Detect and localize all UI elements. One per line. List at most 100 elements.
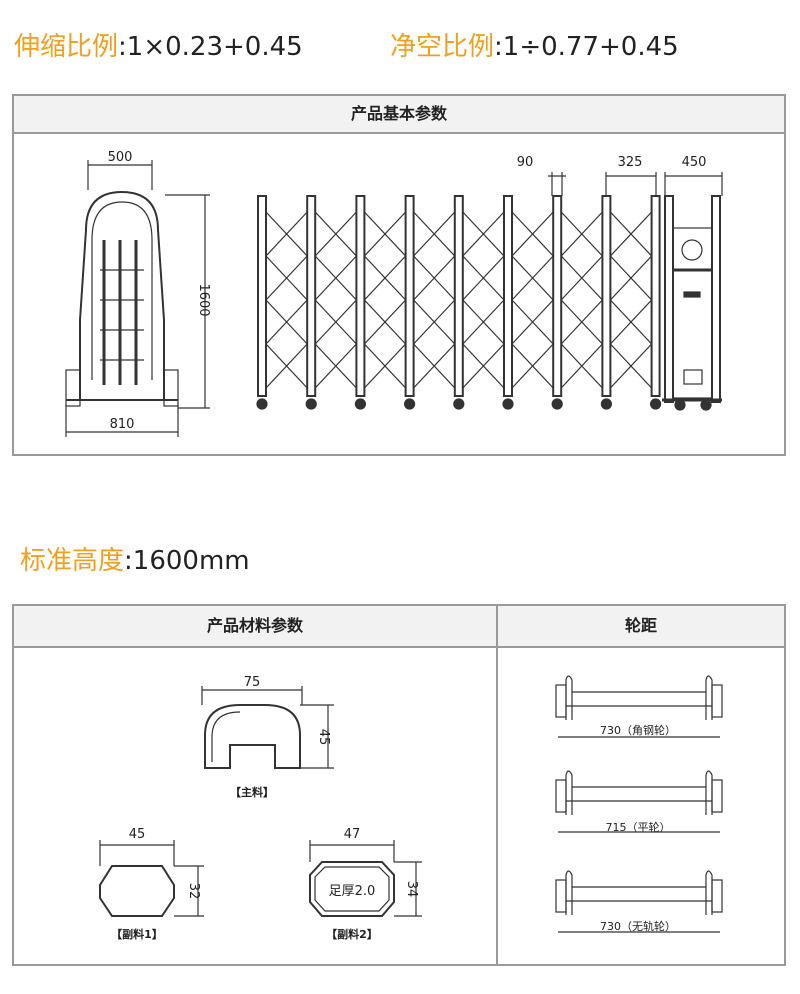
wheel [354, 398, 366, 410]
lattice-bar [609, 255, 653, 301]
lattice-bar [314, 255, 357, 301]
lattice-bar [363, 255, 407, 301]
material-panel: 产品材料参数 轮距 [12, 604, 786, 966]
basic-params-title: 产品基本参数 [14, 96, 784, 134]
wheel [305, 398, 317, 410]
wheelbase-label: 730（角钢轮） [600, 723, 676, 737]
lattice-bar [462, 211, 505, 257]
wheel [555, 684, 567, 718]
wheel [711, 779, 723, 813]
lattice-bar [265, 343, 308, 389]
lattice-bar [413, 211, 456, 257]
sub1-label: 【副料1】 [111, 927, 163, 941]
dim-post-gap2: 325 [618, 155, 643, 170]
lattice-bar [609, 211, 653, 257]
wheel [256, 398, 268, 410]
gate-post [601, 195, 612, 397]
clear-ratio-value: :1÷0.77+0.45 [494, 32, 679, 62]
bracket [705, 770, 713, 815]
lattice-bar [413, 343, 456, 389]
lattice-bar [462, 299, 505, 345]
wheelbase-title: 轮距 [496, 606, 784, 648]
basic-params-panel: 产品基本参数 [12, 94, 786, 456]
wheel [600, 398, 613, 410]
wheelbase-label: 715（平轮） [606, 820, 671, 834]
wheel [711, 684, 723, 718]
lattice-bar [511, 343, 554, 389]
bracket [565, 870, 573, 915]
lattice-bar [560, 299, 603, 345]
lattice-bar [462, 255, 505, 301]
lattice-bar [560, 343, 603, 389]
gate-post [503, 195, 513, 397]
main-label: 【主料】 [230, 785, 274, 799]
lattice-bar [314, 211, 357, 257]
gate-post [453, 195, 464, 397]
standard-height-value: :1600mm [124, 546, 250, 576]
lattice-bar [265, 255, 308, 301]
lattice-bar [265, 299, 308, 345]
wheel [711, 879, 723, 913]
sub1-height: 32 [186, 883, 201, 900]
bracket [565, 675, 573, 720]
bracket [705, 675, 713, 720]
wheel [649, 398, 662, 410]
wheelbase-drawings [555, 675, 723, 933]
lattice-bar [609, 343, 653, 389]
lattice-bar [462, 343, 505, 389]
gate-post [306, 195, 317, 397]
lattice-bar [363, 343, 407, 389]
wheel [551, 398, 563, 410]
main-profile-drawing [99, 686, 422, 917]
dim-motor-width: 450 [682, 155, 707, 170]
gate-post [257, 195, 267, 397]
gate-post [650, 195, 661, 397]
gate-front-view [256, 195, 662, 410]
lattice-bar [560, 211, 603, 257]
dim-base-width: 810 [110, 417, 135, 432]
lattice-bar [560, 255, 603, 301]
stretch-ratio-label: 伸缩比例 [14, 32, 119, 62]
lattice-bar [314, 343, 357, 389]
wheel [502, 398, 514, 410]
motor-housing [548, 172, 723, 411]
main-height: 45 [316, 729, 331, 746]
gate-post [355, 195, 366, 397]
sub2-thickness: 足厚2.0 [329, 884, 376, 899]
wheel [555, 779, 567, 813]
lattice-bar [314, 299, 357, 345]
dim-post-gap: 90 [517, 155, 534, 170]
sub2-label: 【副料2】 [326, 927, 378, 941]
dim-top-width: 500 [108, 150, 133, 165]
standard-height-label: 标准高度 [20, 546, 125, 576]
sub2-height: 34 [404, 881, 419, 898]
clear-ratio: 净空比例:1÷0.77+0.45 [390, 26, 679, 63]
gate-post [552, 195, 563, 397]
gate-side-profile [65, 160, 210, 437]
stretch-ratio: 伸缩比例:1×0.23+0.45 [14, 26, 303, 63]
wheel [555, 879, 567, 913]
column-divider [496, 646, 498, 964]
sub2-width: 47 [344, 827, 361, 842]
clear-ratio-label: 净空比例 [390, 32, 495, 62]
lattice-bar [413, 255, 456, 301]
stretch-ratio-value: :1×0.23+0.45 [118, 32, 303, 62]
lattice-bar [265, 211, 308, 257]
material-params-title: 产品材料参数 [14, 606, 496, 648]
standard-height: 标准高度:1600mm [20, 540, 250, 577]
bracket [565, 770, 573, 815]
wheelbase-label: 730（无轨轮） [600, 919, 676, 933]
wheel [453, 398, 465, 410]
sub1-width: 45 [129, 827, 146, 842]
lattice-bar [511, 299, 554, 345]
lattice-bar [511, 211, 554, 257]
lattice-bar [609, 299, 653, 345]
lattice-bar [413, 299, 456, 345]
lattice-bar [363, 299, 407, 345]
wheel [404, 398, 416, 410]
main-width: 75 [244, 675, 261, 690]
lattice-bar [363, 211, 407, 257]
dim-height: 1600 [196, 283, 211, 316]
